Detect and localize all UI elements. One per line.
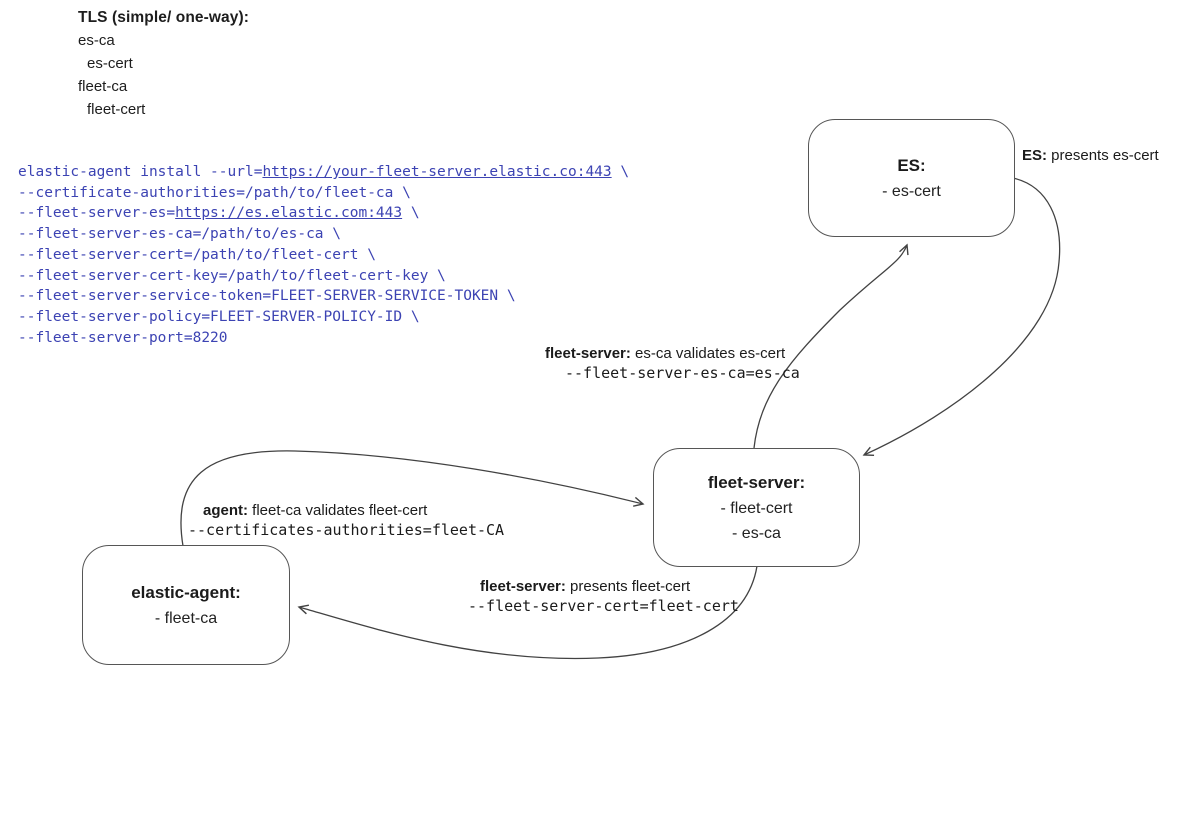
command-text: --fleet-server-es=: [18, 205, 176, 222]
command-line: --fleet-server-service-token=FLEET-SERVE…: [18, 286, 629, 307]
node-fleet-server-items: - fleet-cert - es-ca: [720, 496, 792, 546]
label-fleet-server-validates: fleet-server: es-ca validates es-cert --…: [545, 344, 800, 383]
legend-item: fleet-cert: [87, 101, 146, 118]
node-es[interactable]: ES: - es-cert: [808, 119, 1015, 237]
install-command-block: elastic-agent install --url=https://your…: [18, 162, 629, 348]
label-agent-validates-text: agent: fleet-ca validates fleet-cert: [203, 502, 428, 519]
label-fleet-server-presents-text: fleet-server: presents fleet-cert: [480, 578, 691, 595]
legend-item: fleet-ca: [78, 78, 128, 95]
legend-item: es-ca: [78, 32, 115, 49]
command-text: --fleet-server-cert-key=/path/to/fleet-c…: [18, 267, 446, 284]
label-agent-validates-code: --certificates-authorities=fleet-CA: [188, 520, 505, 539]
legend-title: TLS (simple/ one-way):: [78, 9, 249, 26]
command-text: --fleet-server-policy=FLEET-SERVER-POLIC…: [18, 308, 420, 325]
command-text: --fleet-server-port=8220: [18, 329, 228, 346]
command-text: --fleet-server-es-ca=/path/to/es-ca \: [18, 226, 342, 243]
node-es-title: ES:: [897, 155, 926, 175]
label-es-presents-text: ES: presents es-cert: [1022, 147, 1159, 164]
command-text: --fleet-server-service-token=FLEET-SERVE…: [18, 288, 516, 305]
node-item: - es-cert: [882, 182, 941, 200]
command-text: \: [611, 164, 630, 180]
command-line: --fleet-server-policy=FLEET-SERVER-POLIC…: [18, 307, 629, 328]
command-line: elastic-agent install --url=https://your…: [18, 162, 629, 183]
label-es-presents: ES: presents es-cert: [1022, 146, 1159, 166]
command-line: --fleet-server-cert-key=/path/to/fleet-c…: [18, 266, 629, 287]
node-fleet-server-title: fleet-server:: [707, 472, 806, 492]
legend-item: es-cert: [87, 55, 133, 72]
command-line: --certificate-authorities=/path/to/fleet…: [18, 183, 629, 204]
command-text: \: [402, 205, 420, 222]
tls-legend: TLS (simple/ one-way): es-ca es-cert fleet…: [78, 6, 249, 121]
legend-items: es-ca es-cert fleet-ca fleet-cert: [78, 29, 249, 121]
command-line: --fleet-server-es=https://es.elastic.com…: [18, 203, 629, 224]
node-item: - fleet-cert: [720, 499, 793, 517]
label-agent-validates: agent: fleet-ca validates fleet-cert --c…: [188, 501, 504, 540]
label-fleet-server-presents-code: --fleet-server-cert=fleet-cert: [468, 596, 739, 615]
command-line: --fleet-server-es-ca=/path/to/es-ca \: [18, 224, 629, 245]
command-line: --fleet-server-cert=/path/to/fleet-cert …: [18, 245, 629, 266]
url-link[interactable]: https://es.elastic.com:443: [175, 205, 403, 222]
node-fleet-server[interactable]: fleet-server: - fleet-cert - es-ca: [653, 448, 860, 567]
label-fleet-server-validates-text: fleet-server: es-ca validates es-cert: [545, 345, 786, 362]
node-elastic-agent-items: - fleet-ca: [155, 606, 217, 631]
node-item: - es-ca: [732, 524, 781, 542]
command-text: elastic-agent install --url=: [18, 164, 263, 180]
url-link[interactable]: https://your-fleet-server.elastic.co:443: [262, 164, 612, 180]
node-elastic-agent-title: elastic-agent:: [131, 582, 241, 602]
command-line: --fleet-server-port=8220: [18, 328, 629, 349]
node-elastic-agent[interactable]: elastic-agent: - fleet-ca: [82, 545, 290, 665]
node-es-items: - es-cert: [882, 179, 941, 204]
command-text: --fleet-server-cert=/path/to/fleet-cert …: [18, 246, 376, 263]
label-fleet-server-validates-code: --fleet-server-es-ca=es-ca: [565, 363, 800, 382]
command-text: --certificate-authorities=/path/to/fleet…: [18, 184, 411, 201]
label-fleet-server-presents: fleet-server: presents fleet-cert --flee…: [468, 577, 739, 616]
node-item: - fleet-ca: [154, 609, 218, 627]
